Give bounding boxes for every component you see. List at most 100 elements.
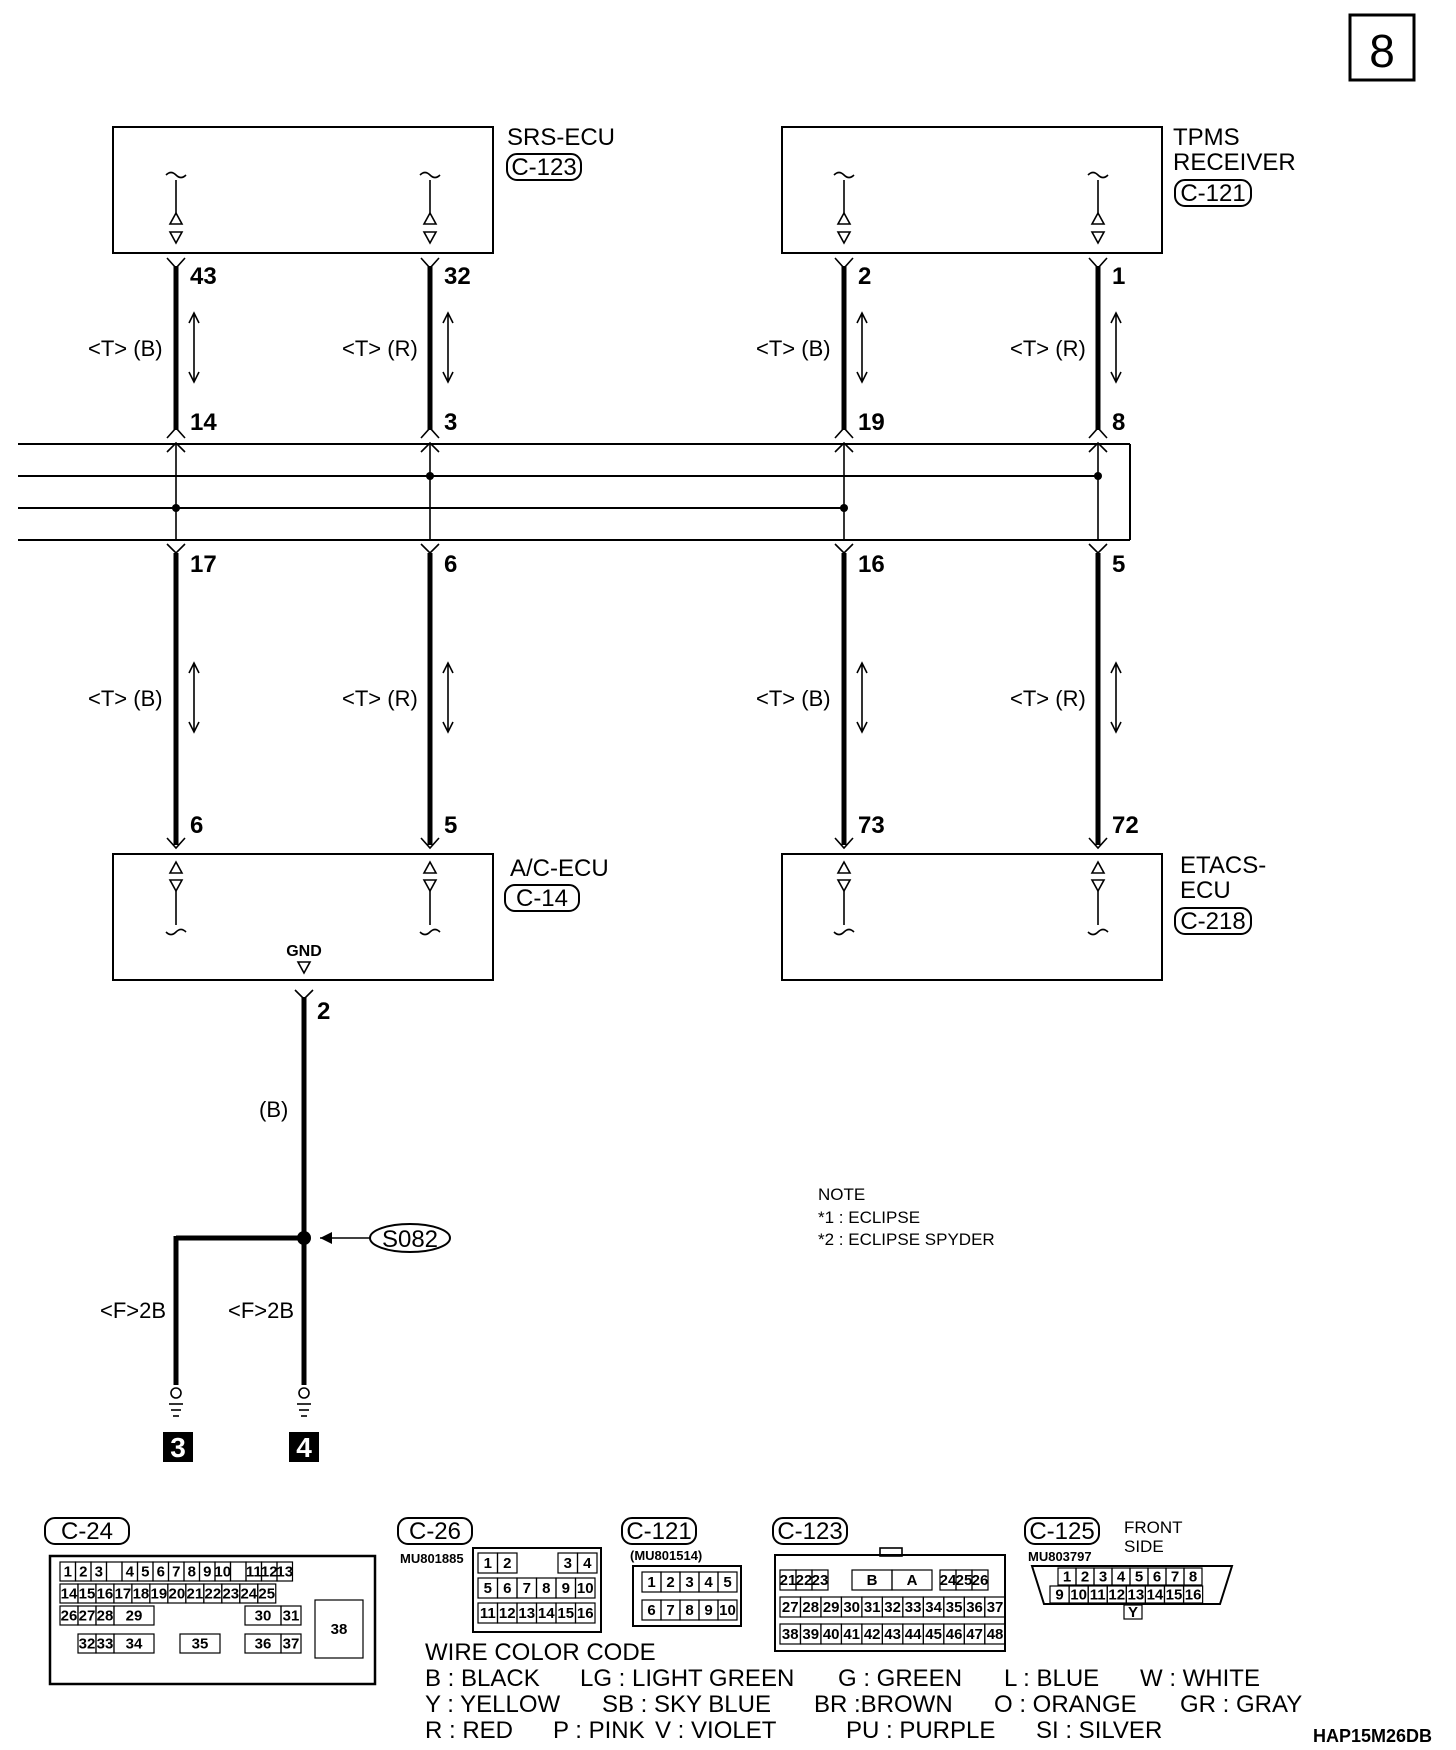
cavity-number: Y [1128, 1604, 1138, 1621]
cavity-number: 10 [577, 1580, 594, 1597]
srs-ecu-terminal-1 [165, 171, 187, 244]
upper-wires [166, 257, 1122, 439]
connector-cavity [576, 1552, 598, 1574]
splice-junction [297, 1231, 311, 1245]
connector-cavity [496, 1552, 518, 1574]
cavity-number: 7 [172, 1564, 180, 1581]
c24-label: C-24 [61, 1518, 113, 1545]
tpms-label-line1: TPMS [1173, 124, 1240, 151]
wire-color-code-title: WIRE COLOR CODE [425, 1639, 656, 1666]
connector-cavity [984, 1623, 1006, 1645]
wire-color-code: WIRE COLOR CODE B : BLACK LG : LIGHT GRE… [425, 1639, 1302, 1744]
ground-badge-4 [289, 1432, 319, 1462]
etacs-connector-label: C-218 [1180, 908, 1245, 935]
tpms-terminal-2 [1087, 171, 1109, 244]
cavity-number: 5 [141, 1564, 149, 1581]
c125-label: C-125 [1029, 1518, 1094, 1545]
cavity-number: 30 [843, 1599, 860, 1616]
wcc-r3-3: PU : PURPLE [846, 1717, 995, 1744]
cavity-number: 9 [203, 1564, 211, 1581]
cavity-number: 4 [126, 1564, 135, 1581]
cavity-number: 16 [1185, 1587, 1202, 1604]
cavity-number: 9 [704, 1602, 712, 1619]
cavity-number: 46 [946, 1626, 963, 1643]
wcc-r3-0: R : RED [425, 1717, 513, 1744]
cavity-number: 19 [151, 1586, 168, 1603]
cavity-number: 13 [1128, 1587, 1145, 1604]
etacs-ecu: ETACS- ECU C-218 [781, 852, 1266, 981]
cavity-number: 26 [972, 1572, 989, 1589]
cavity-number: 18 [133, 1586, 150, 1603]
c125-part: MU803797 [1028, 1549, 1092, 1564]
cavity-number: 35 [192, 1636, 209, 1653]
cavity-number: 12 [1108, 1587, 1125, 1604]
connector-cavity [257, 1583, 277, 1604]
cavity-number: 4 [704, 1574, 713, 1591]
wire-label-f2b-1: <F>2B [100, 1298, 166, 1323]
pin-srs-r: 32 [444, 263, 471, 290]
cavity-number: 29 [126, 1608, 143, 1625]
wire-label-tr-3: <T> (R) [342, 686, 418, 711]
wire-label-tr-1: <T> (R) [342, 336, 418, 361]
wire-label-tr-4: <T> (R) [1010, 686, 1086, 711]
cavity-number: 36 [966, 1599, 983, 1616]
splice-dot [840, 504, 848, 512]
cavity-number: 28 [802, 1599, 819, 1616]
cavity-number: 5 [723, 1574, 731, 1591]
wire-label-gnd: (B) [259, 1097, 288, 1122]
cavity-number: 22 [796, 1572, 813, 1589]
cavity-number: 1 [484, 1555, 492, 1572]
cavity-number: 7 [523, 1580, 531, 1597]
page-number-box: 8 [1348, 13, 1416, 82]
wire-label-tb-3: <T> (B) [88, 686, 163, 711]
wcc-r2-2: BR :BROWN [814, 1691, 953, 1718]
wcc-r1-2: G : GREEN [838, 1665, 962, 1692]
tpms-terminal-1 [833, 171, 855, 244]
cavity-number: 29 [823, 1599, 840, 1616]
ac-ecu-terminal-1 [165, 861, 187, 936]
cavity-number: 11 [1090, 1587, 1106, 1604]
cavity-number: 8 [188, 1564, 196, 1581]
cavity-number: 5 [484, 1580, 492, 1597]
connector-cavity [276, 1561, 294, 1582]
srs-ecu-terminal-2 [419, 171, 441, 244]
wire-label-tb-1: <T> (B) [88, 336, 163, 361]
wire-label-tr-2: <T> (R) [1010, 336, 1086, 361]
cavity-number: 1 [1063, 1569, 1071, 1586]
cavity-number: 34 [925, 1599, 942, 1616]
pin-etacs-r: 72 [1112, 812, 1139, 839]
cavity-number: 16 [577, 1605, 594, 1622]
note-line-2: *2 : ECLIPSE SPYDER [818, 1230, 995, 1249]
cavity-number: 40 [823, 1626, 840, 1643]
cavity-number: 1 [647, 1574, 655, 1591]
cavity-number: 37 [987, 1599, 1004, 1616]
connector-cavity [113, 1633, 155, 1654]
cavity-number: 23 [812, 1572, 829, 1589]
tpms-connector-badge [1174, 179, 1252, 207]
cavity-number: 12 [499, 1605, 516, 1622]
cavity-number: 15 [79, 1586, 96, 1603]
ground-icon [169, 1387, 183, 1417]
c26-label: C-26 [409, 1518, 461, 1545]
wcc-r3-1: P : PINK [553, 1717, 645, 1744]
cavity-number: 2 [666, 1574, 674, 1591]
connector-cavity [113, 1605, 155, 1626]
cavity-number: 34 [126, 1636, 143, 1653]
cavity-number: 21 [187, 1586, 204, 1603]
c125-side-line1: FRONT [1124, 1518, 1183, 1537]
c121-label: C-121 [626, 1518, 691, 1545]
cavity-number: 15 [1166, 1587, 1183, 1604]
connector-cavity [1123, 1604, 1143, 1620]
cavity-number: 2 [79, 1564, 87, 1581]
cavity-number: 37 [283, 1636, 300, 1653]
cavity-number: 4 [1117, 1569, 1126, 1586]
cavity-number: 4 [583, 1555, 592, 1572]
wcc-r2-0: Y : YELLOW [425, 1691, 561, 1718]
cavity-number: 38 [782, 1626, 799, 1643]
c26-part: MU801885 [400, 1551, 464, 1566]
connector-cavity [105, 1561, 123, 1582]
